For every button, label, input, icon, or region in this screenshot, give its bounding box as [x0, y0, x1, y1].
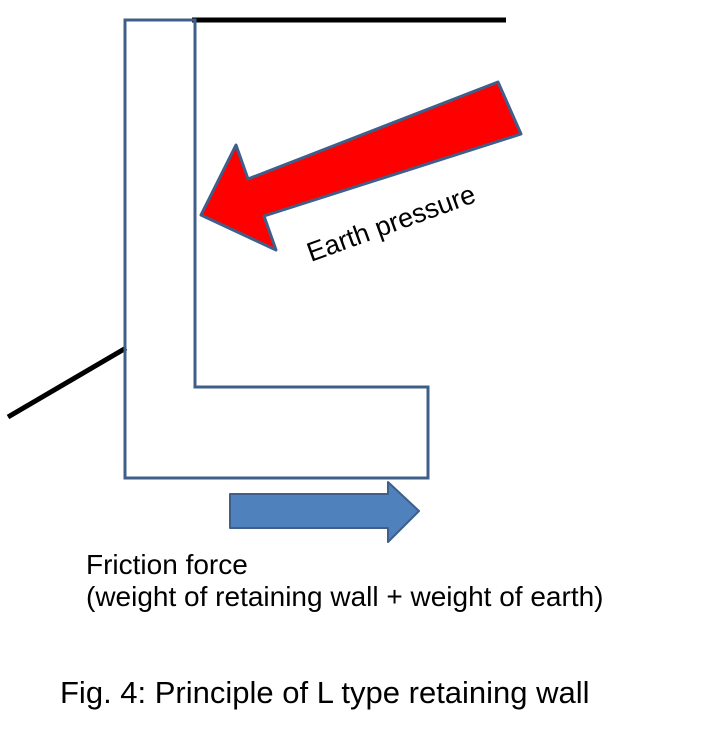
l-type-retaining-wall: [123, 18, 430, 480]
figure-caption: Fig. 4: Principle of L type retaining wa…: [60, 675, 590, 710]
friction-force-label: Friction force: [86, 549, 248, 580]
friction-force-sublabel: (weight of retaining wall + weight of ea…: [86, 581, 604, 612]
friction-force-arrow-icon: [229, 481, 420, 543]
front-ground-line: [6, 345, 128, 420]
earth-pressure-arrow-icon: [199, 80, 523, 252]
